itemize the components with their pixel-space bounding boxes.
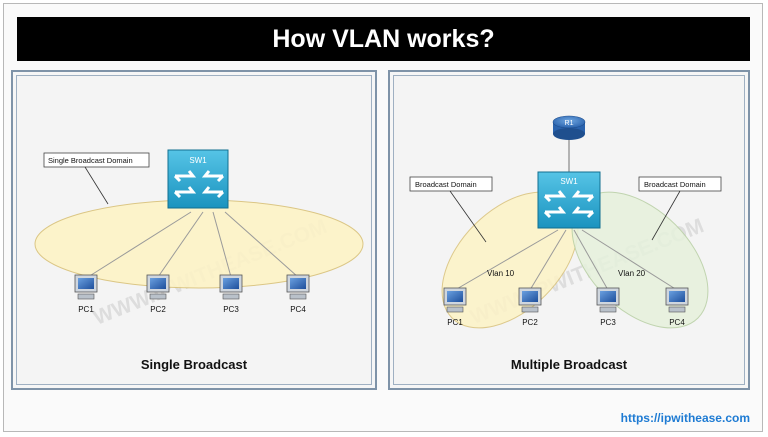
switch-icon: SW1 (167, 149, 229, 209)
links (87, 211, 299, 278)
pc-label: PC3 (223, 305, 239, 314)
panel-label: Single Broadcast (140, 357, 248, 372)
router-label: R1 (565, 120, 574, 127)
pc-icon (219, 274, 243, 300)
switch-label: SW1 (560, 177, 578, 186)
callout-text: Single Broadcast Domain (48, 156, 133, 165)
single-broadcast-diagram: WWW.IPWITHEASE.COM SW1 Single Broadcast … (34, 149, 364, 330)
callout-text-right: Broadcast Domain (644, 180, 706, 189)
switch-icon: SW1 (537, 171, 601, 229)
callout-box-left (409, 176, 493, 192)
pc-label: PC4 (290, 305, 306, 314)
page-title: How VLAN works? (272, 24, 495, 53)
single-broadcast-panel: WWW.IPWITHEASE.COM SW1 Single Broadcast … (11, 70, 377, 390)
pc-label: PC2 (522, 318, 538, 327)
pc-icon (146, 274, 170, 300)
title-bar: How VLAN works? (17, 17, 750, 61)
callout-box (43, 152, 150, 168)
links (454, 229, 678, 291)
multiple-broadcast-panel: WWW.IPWITHEASE.COM R1 SW1 (388, 70, 750, 390)
pc-icon (443, 287, 467, 313)
switch-label: SW1 (189, 156, 207, 165)
pc-label: PC2 (150, 305, 166, 314)
router-icon: R1 (552, 115, 586, 140)
pc-icon (596, 287, 620, 313)
callout-text-left: Broadcast Domain (415, 180, 477, 189)
pc-icon (518, 287, 542, 313)
pc-label: PC1 (447, 318, 463, 327)
pc-icon (286, 274, 310, 300)
pc-label: PC3 (600, 318, 616, 327)
multiple-broadcast-diagram: WWW.IPWITHEASE.COM R1 SW1 (409, 115, 722, 329)
panel-label: Multiple Broadcast (510, 357, 628, 372)
pc-icon (74, 274, 98, 300)
vlan-label: Vlan 20 (618, 269, 646, 278)
pc-label: PC4 (669, 318, 685, 327)
pc-icon (665, 287, 689, 313)
footer-link[interactable]: https://ipwithease.com (620, 411, 750, 425)
vlan-label: Vlan 10 (487, 269, 515, 278)
pc-label: PC1 (78, 305, 94, 314)
